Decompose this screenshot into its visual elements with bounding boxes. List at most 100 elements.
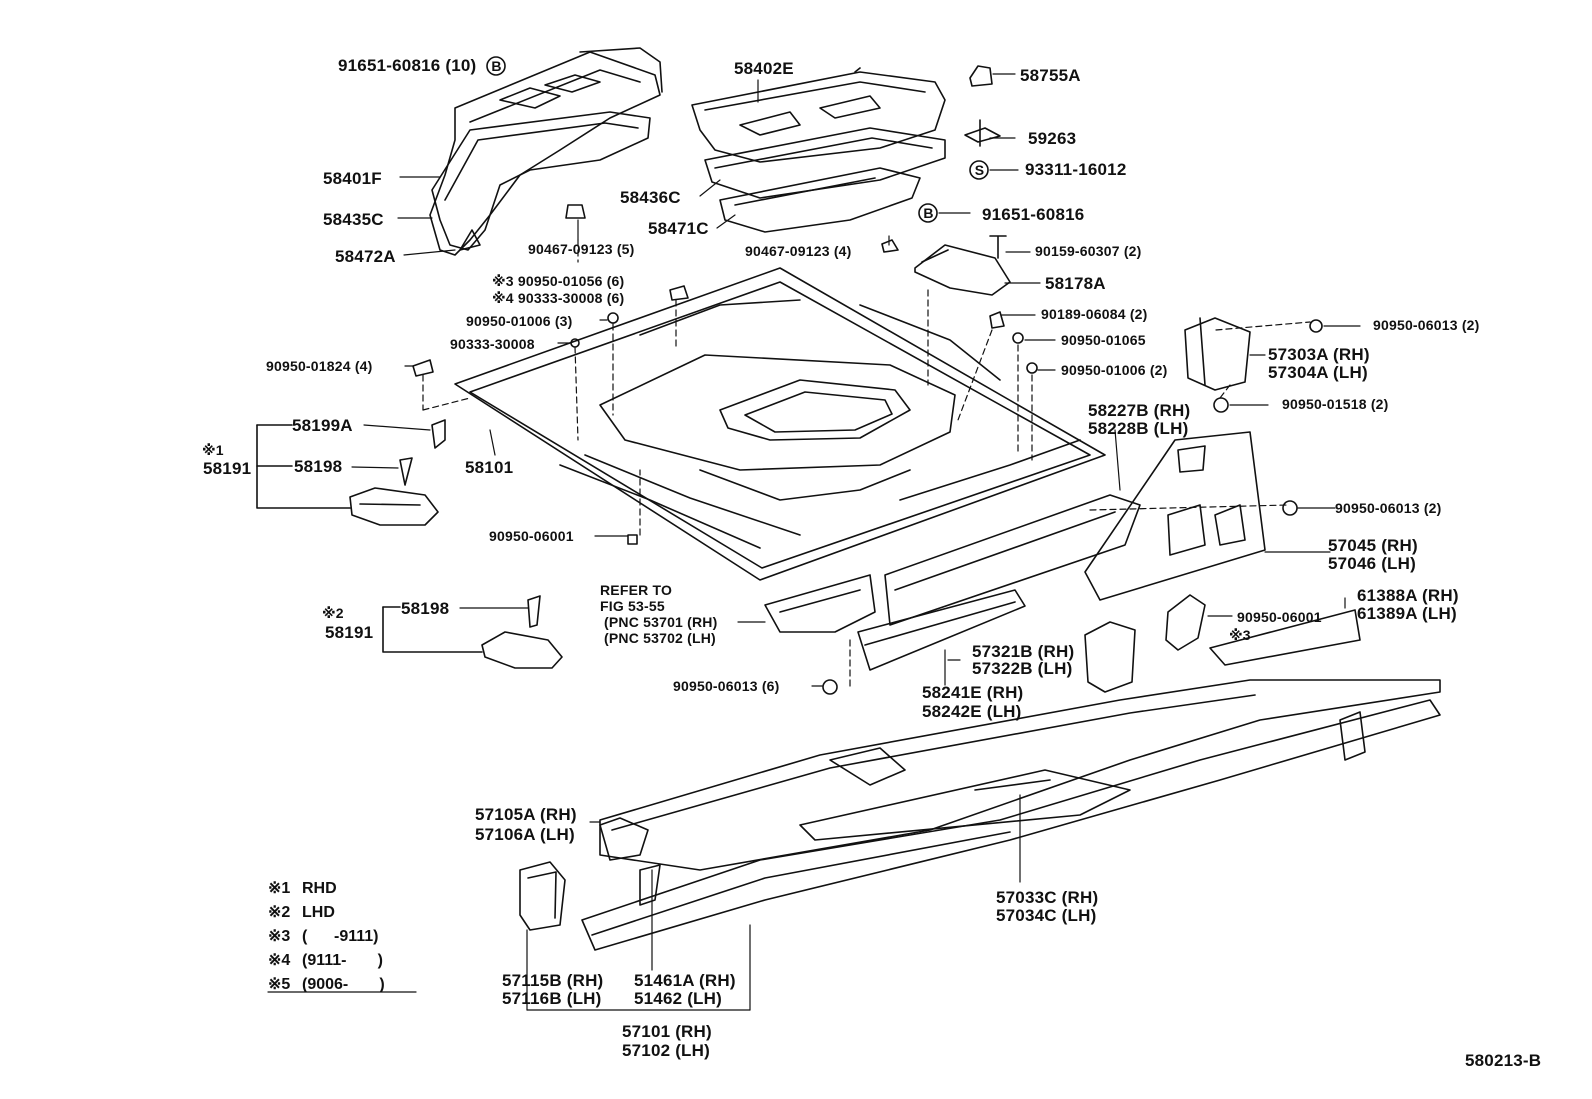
label-57046-LH: 57046 (LH) [1328,554,1416,573]
panel-upper-right [1209,609,1361,666]
label-90950-06013-6: 90950-06013 (6) [673,678,780,694]
label-57321B-RH: 57321B (RH) [972,642,1075,661]
floor-pan-58101 [454,267,1106,581]
label-58198-lhd: 58198 [401,599,450,618]
legend-row-3: ※3 ( -9111) [268,926,378,946]
label-57116B-LH: 57116B (LH) [502,989,602,1008]
label-58435C: 58435C [323,210,384,229]
crossmember-57321B [857,589,1026,671]
legend-text: RHD [302,880,337,897]
crossmember-58191-rhd [349,419,446,526]
label-51462-LH: 51462 (LH) [634,989,722,1008]
label-90950-01824-4: 90950-01824 (4) [266,358,373,374]
label-90333-30008: 90333-30008 [450,336,535,352]
s-marker-circle [969,160,989,180]
b-marker-label: B [491,58,502,74]
label-58191-lhd: 58191 [325,623,374,642]
label-58228B-LH: 58228B (LH) [1088,419,1189,438]
label-fig-53-55: FIG 53-55 [600,598,665,614]
legend-text: (9006- ) [302,976,385,993]
legend-mark: ※1 [268,880,291,897]
b-marker-circle [918,203,938,223]
label-58436C: 58436C [620,188,681,207]
label-58178A: 58178A [1045,274,1106,293]
legend-mark: ※3 [268,928,291,945]
panel-58401F [429,47,663,256]
legend-row-4: ※4 (9111- ) [268,950,383,970]
label-58472A: 58472A [335,247,396,266]
rail-57033C [799,769,1131,841]
label-x3-b: ※3 [1229,627,1251,643]
label-pnc-53701: (PNC 53701 (RH) [604,614,718,630]
label-90950-01006-2: 90950-01006 (2) [1061,362,1168,378]
label-57034C-LH: 57034C (LH) [996,906,1097,925]
label-59263: 59263 [1028,129,1077,148]
label-58227B-RH: 58227B (RH) [1088,401,1191,420]
label-90950-01065: 90950-01065 [1061,332,1146,348]
label-57303A-RH: 57303A (RH) [1268,345,1370,364]
label-57101-RH: 57101 (RH) [622,1022,712,1041]
panel-58402E [691,67,946,163]
label-x4-90333-30008: ※4 90333-30008 (6) [492,290,625,306]
label-58402E: 58402E [734,59,794,78]
label-58199A: 58199A [292,416,353,435]
grommets [412,204,1323,695]
label-90467-09123-5: 90467-09123 (5) [528,241,635,257]
figure-id: 580213-B [1465,1051,1542,1070]
label-58198-rhd: 58198 [294,457,343,476]
bracket-59263 [964,119,1001,147]
legend-row-1: ※1 RHD [268,878,337,898]
panel-refer-53701 [764,574,876,633]
leader-lines [267,73,1361,1011]
label-90189-06084-2: 90189-06084 (2) [1041,306,1148,322]
legend-mark: ※4 [268,952,291,969]
bracket-58178A [914,244,1011,296]
s-marker-label: S [974,162,985,178]
label-57033C-RH: 57033C (RH) [996,888,1099,907]
dashed-lines [422,239,1311,691]
label-57322B-LH: 57322B (LH) [972,659,1073,678]
legend-text: ( -9111) [302,928,379,945]
label-57106A-LH: 57106A (LH) [475,825,575,844]
b-marker-circle-top [486,56,506,76]
crossmember-58241E [884,494,1141,626]
bracket-57303A [1184,317,1251,391]
label-61388A-RH: 61388A (RH) [1357,586,1459,605]
label-57115B-RH: 57115B (RH) [502,971,604,990]
panel-57045 [1084,431,1266,601]
label-90159-60307-2: 90159-60307 (2) [1035,243,1142,259]
gasket-58436C [704,127,946,199]
legend-text: (9111- ) [302,952,383,969]
crossmember-58191-lhd [481,595,563,669]
label-58101: 58101 [465,458,514,477]
label-61389A-LH: 61389A (LH) [1357,604,1457,623]
reinforcement-61388A [1165,594,1206,651]
label-93311-16012: 93311-16012 [1025,160,1127,179]
side-member-57101 [581,699,1441,951]
bracket-57115B [519,861,566,931]
gasket-58435C [431,111,651,251]
label-58191-rhd: 58191 [203,459,252,478]
label-51461A-RH: 51461A (RH) [634,971,736,990]
label-58755A: 58755A [1020,66,1081,85]
label-91651-60816-10: 91651-60816 (10) [338,56,477,75]
label-91651-60816: 91651-60816 [982,205,1085,224]
label-pnc-53702: (PNC 53702 (LH) [604,630,716,646]
side-member-57033C [599,679,1441,871]
bracket-lines [256,424,483,653]
label-x3-90950-01056: ※3 90950-01056 (6) [492,273,625,289]
label-x1: ※1 [202,442,224,458]
gasket-58471C [719,167,921,233]
label-57105A-RH: 57105A (RH) [475,805,577,824]
label-90950-06001-b: 90950-06001 [1237,609,1322,625]
label-90950-01518-2: 90950-01518 (2) [1282,396,1389,412]
label-57102-LH: 57102 (LH) [622,1041,710,1060]
clip-58755A [969,65,993,87]
label-57304A-LH: 57304A (LH) [1268,363,1368,382]
legend-row-5: ※5(9006- ) [268,974,385,994]
bolt-90159 [989,235,1007,259]
b-marker-label-2: B [923,205,934,221]
